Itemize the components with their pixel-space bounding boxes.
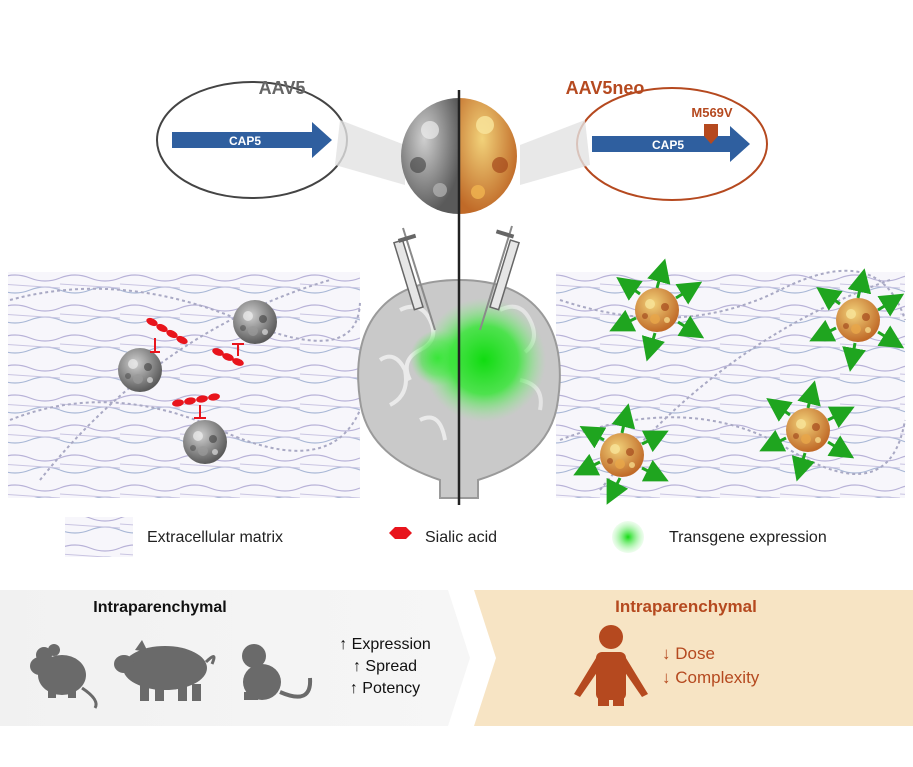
orange-virus-1 [635, 288, 679, 332]
aav5neo-construct: AAV5neo CAP5 M569V [520, 78, 768, 201]
mouse-icon [30, 644, 98, 709]
left-effect-3: ↑ Potency [350, 680, 420, 697]
cap5-arrow-left [172, 122, 332, 158]
capsid-icon [401, 98, 517, 214]
right-panel [474, 590, 913, 726]
legend: Extracellular matrix Sialic acid Transge… [65, 517, 827, 557]
legend-ecm-label: Extracellular matrix [147, 529, 283, 546]
left-panel-title: Intraparenchymal [93, 599, 226, 616]
left-panel [0, 590, 470, 726]
syringe-icon-left [393, 227, 436, 331]
mutation-marker [704, 124, 718, 144]
ecm-band [8, 269, 906, 498]
cap5-label-left: CAP5 [229, 134, 261, 148]
inhibition-marks [150, 338, 244, 419]
orange-virus-4 [786, 408, 830, 452]
orange-virus-3 [600, 433, 644, 477]
syringe-icon-right [479, 225, 520, 331]
right-panel-title: Intraparenchymal [615, 597, 757, 616]
monkey-icon [242, 644, 313, 700]
aav5-label: AAV5 [259, 78, 306, 98]
aav5neo-label: AAV5neo [566, 78, 645, 98]
right-effect-2: ↓ Complexity [662, 668, 760, 687]
legend-sialic-icon [389, 527, 412, 539]
mutation-label: M569V [691, 105, 733, 120]
aav5-construct: AAV5 CAP5 [156, 78, 405, 199]
grey-virus-1 [118, 348, 162, 392]
grey-virus-3 [183, 420, 227, 464]
legend-transgene-label: Transgene expression [669, 529, 827, 546]
cap5-label-right: CAP5 [652, 138, 684, 152]
right-effect-1: ↓ Dose [662, 644, 715, 663]
pig-icon [114, 640, 216, 701]
cap5-arrow-right [592, 126, 750, 162]
legend-transgene-icon [612, 521, 644, 553]
glow-right [422, 298, 546, 422]
legend-sialic-label: Sialic acid [425, 529, 497, 546]
orange-virus-2 [836, 298, 880, 342]
left-effect-1: ↑ Expression [339, 636, 431, 653]
sialic-acid-chains [146, 317, 244, 407]
grey-virus-2 [233, 300, 277, 344]
human-icon [574, 625, 648, 706]
spread-arrows [573, 258, 905, 505]
left-effect-2: ↑ Spread [353, 658, 417, 675]
